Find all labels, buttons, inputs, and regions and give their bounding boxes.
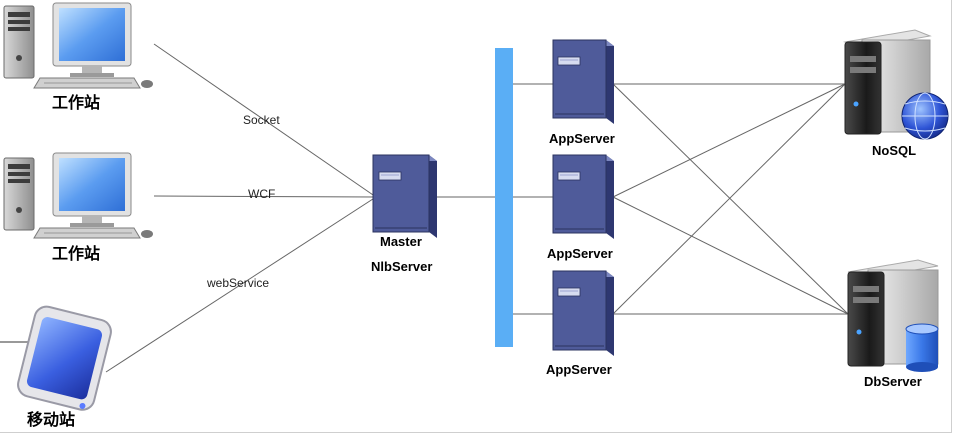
connection-lines (105, 43, 849, 373)
line-app3-nosql (612, 83, 846, 315)
globe-icon (901, 92, 949, 140)
monitor-icon (52, 2, 132, 77)
line-app2-dbserver (612, 196, 849, 315)
master-server: Master NlbServer (371, 154, 437, 274)
tablet-icon (17, 305, 112, 411)
master-label-line2: NlbServer (371, 259, 432, 274)
connection-label-socket: Socket (243, 113, 280, 127)
line-app2-nosql (612, 83, 846, 198)
keyboard-icon (33, 77, 141, 89)
app-server-2-label: AppServer (547, 246, 613, 261)
app-server-1-label: AppServer (549, 131, 615, 146)
mobile-station: 移动站 (0, 305, 112, 429)
dbserver-label: DbServer (864, 374, 922, 389)
keyboard-icon (33, 227, 141, 239)
mouse-icon (141, 80, 153, 88)
mobile-station-label: 移动站 (27, 410, 75, 429)
workstation-1-label: 工作站 (52, 93, 100, 112)
workstation-2: 工作站 (3, 152, 153, 263)
line-mobile-master (105, 196, 377, 373)
database-cylinder-icon (905, 323, 939, 372)
nosql-label: NoSQL (872, 143, 916, 158)
app-server-3: AppServer (546, 270, 614, 377)
mouse-icon (141, 230, 153, 238)
tower-icon (3, 157, 35, 231)
network-bus-bar (495, 48, 513, 347)
nosql-server: NoSQL (843, 29, 949, 158)
master-label-line1: Master (380, 234, 422, 249)
workstation-1: 工作站 (3, 2, 153, 112)
app-server-3-label: AppServer (546, 362, 612, 377)
line-workstation1-master (153, 43, 377, 198)
line-app1-dbserver (612, 83, 849, 315)
db-server: DbServer (847, 259, 939, 389)
app-server-1: AppServer (549, 39, 615, 146)
workstation-2-label: 工作站 (52, 244, 100, 263)
connection-label-wcf: WCF (248, 187, 275, 201)
connection-label-webservice: webService (206, 276, 269, 290)
tower-icon (3, 5, 35, 79)
app-server-2: AppServer (547, 154, 614, 261)
line-workstation2-master (153, 195, 377, 198)
monitor-icon (52, 152, 132, 227)
